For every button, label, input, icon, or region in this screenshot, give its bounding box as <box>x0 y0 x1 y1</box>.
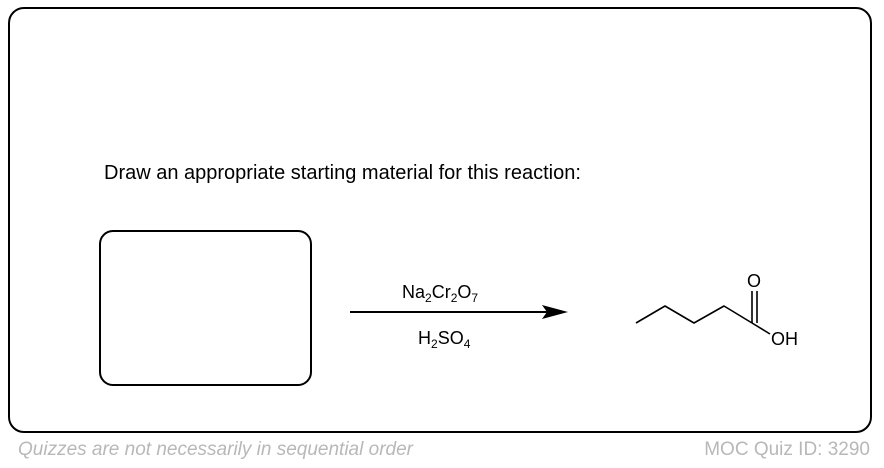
starting-material-answer-box[interactable] <box>99 230 312 386</box>
reagent-h: H <box>418 328 431 348</box>
footer-note: Quizzes are not necessarily in sequentia… <box>18 439 413 460</box>
question-prompt: Draw an appropriate starting material fo… <box>104 162 581 184</box>
reaction-arrow-head <box>542 305 568 319</box>
product-pentanoic-acid-structure: O OH <box>635 271 798 349</box>
product-hydroxyl-label: OH <box>771 329 798 349</box>
quiz-id-label: MOC Quiz ID: 3290 <box>704 439 870 460</box>
product-carbon-chain <box>635 305 753 324</box>
reagent-cr-subscript: 2 <box>450 291 458 305</box>
reagent-sulfuric-acid: H2SO4 <box>418 328 471 351</box>
reagent-so: SO <box>437 328 464 348</box>
reagent-sodium-dichromate: Na2Cr2O7 <box>402 282 479 305</box>
reagent-o-subscript: 7 <box>471 291 479 305</box>
reagent-h-subscript: 2 <box>431 337 438 351</box>
reagent-na-subscript: 2 <box>425 291 432 305</box>
product-carbonyl-oxygen-label: O <box>747 271 761 291</box>
reaction-arrow <box>350 305 568 319</box>
reagent-cr: Cr <box>431 282 451 302</box>
reagent-na: Na <box>402 282 426 302</box>
reagent-so-subscript: 4 <box>463 337 471 351</box>
product-hydroxyl-bond <box>751 322 771 335</box>
reagent-o: O <box>457 282 472 302</box>
